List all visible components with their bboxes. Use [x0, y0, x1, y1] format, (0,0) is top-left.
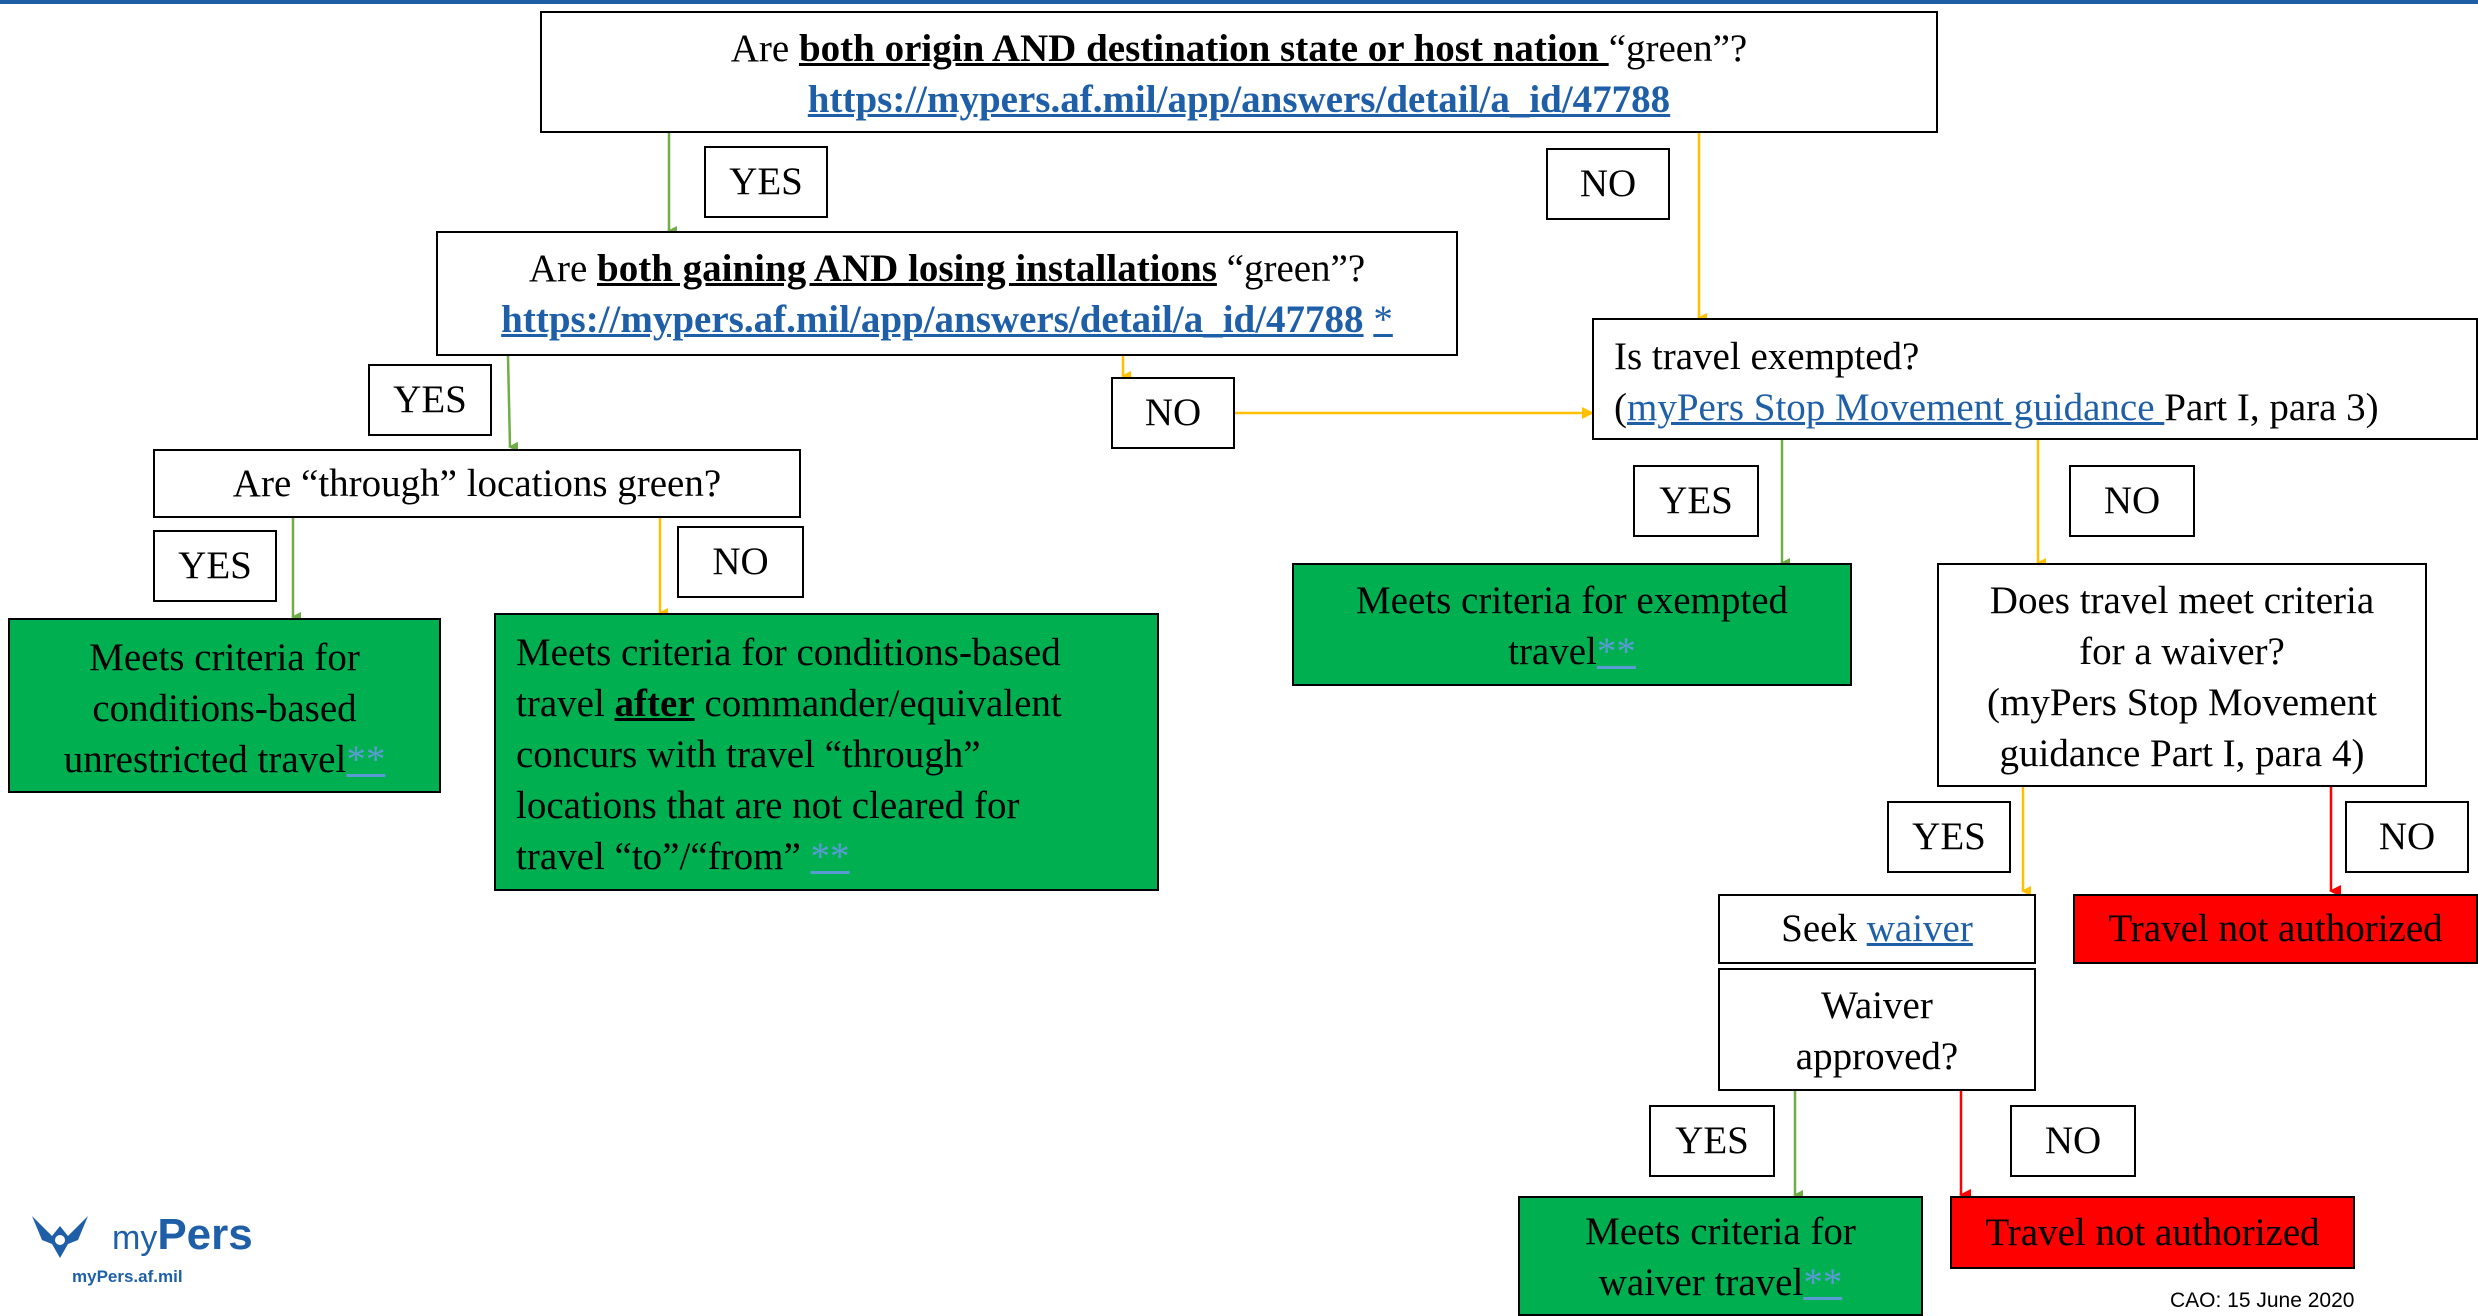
- outcome-travel-not-authorized-1: Travel not authorized: [2073, 894, 2478, 964]
- q3-no-label: NO: [677, 526, 804, 598]
- question-waiver-criteria: Does travel meet criteria for a waiver? …: [1937, 563, 2427, 787]
- q5-no-label: NO: [2345, 801, 2469, 873]
- q2-mypers-link[interactable]: https://mypers.af.mil/app/answers/detail…: [501, 298, 1364, 341]
- q1-mypers-link[interactable]: https://mypers.af.mil/app/answers/detail…: [807, 78, 1671, 121]
- outcome-unrestricted-travel: Meets criteria for conditions-based unre…: [8, 618, 441, 793]
- arrow-q2-yes: [506, 355, 519, 452]
- air-force-wings-icon: [32, 1216, 88, 1258]
- logo-url: myPers.af.mil: [72, 1267, 183, 1286]
- outcome-waiver-travel: Meets criteria for waiver travel**: [1518, 1196, 1923, 1316]
- q5-yes-label: YES: [1887, 801, 2011, 873]
- outcome-travel-not-authorized-2: Travel not authorized: [1950, 1196, 2355, 1269]
- question-origin-destination-green: Are both origin AND destination state or…: [540, 11, 1938, 133]
- q4-no-label: NO: [2069, 465, 2195, 537]
- question-travel-exempted: Is travel exempted? (myPers Stop Movemen…: [1592, 318, 2478, 440]
- top-border-line: [0, 0, 2478, 4]
- question-waiver-approved: Waiver approved?: [1718, 968, 2036, 1091]
- mypers-logo: myPers myPers.af.mil: [30, 1210, 253, 1290]
- stop-movement-guidance-link[interactable]: myPers Stop Movement guidance: [1627, 386, 2165, 429]
- q1-emphasis: both origin AND destination state or hos…: [798, 27, 1609, 70]
- q2-no-label: NO: [1111, 377, 1235, 449]
- approved-yes-label: YES: [1649, 1105, 1775, 1177]
- question-through-locations-green: Are “through” locations green?: [153, 449, 801, 518]
- outcome-exempted-travel: Meets criteria for exempted travel**: [1292, 563, 1852, 686]
- q2-emphasis: both gaining AND losing installations: [597, 247, 1217, 290]
- waiver-link[interactable]: waiver: [1866, 907, 1973, 950]
- q2-yes-label: YES: [368, 364, 492, 436]
- q1-yes-label: YES: [704, 146, 828, 218]
- q1-no-label: NO: [1546, 148, 1670, 220]
- footer-date-stamp: CAO: 15 June 2020: [2170, 1289, 2355, 1312]
- waiver-footnote-link[interactable]: **: [1803, 1261, 1843, 1304]
- q1-question-line: Are both origin AND destination state or…: [730, 27, 1748, 70]
- exempted-footnote-link[interactable]: **: [1596, 630, 1636, 673]
- outcome-conditions-based-after-concurrence: Meets criteria for conditions-based trav…: [494, 613, 1159, 891]
- after-emphasis: after: [614, 682, 695, 725]
- q4-yes-label: YES: [1633, 465, 1759, 537]
- seek-waiver-box: Seek waiver: [1718, 894, 2036, 964]
- unrestricted-footnote-link[interactable]: **: [346, 738, 386, 781]
- question-installations-green: Are both gaining AND losing installation…: [436, 231, 1458, 356]
- q2-footnote-link[interactable]: *: [1373, 298, 1393, 341]
- conditions-footnote-link[interactable]: **: [810, 835, 850, 878]
- approved-no-label: NO: [2010, 1105, 2136, 1177]
- q3-yes-label: YES: [153, 530, 277, 602]
